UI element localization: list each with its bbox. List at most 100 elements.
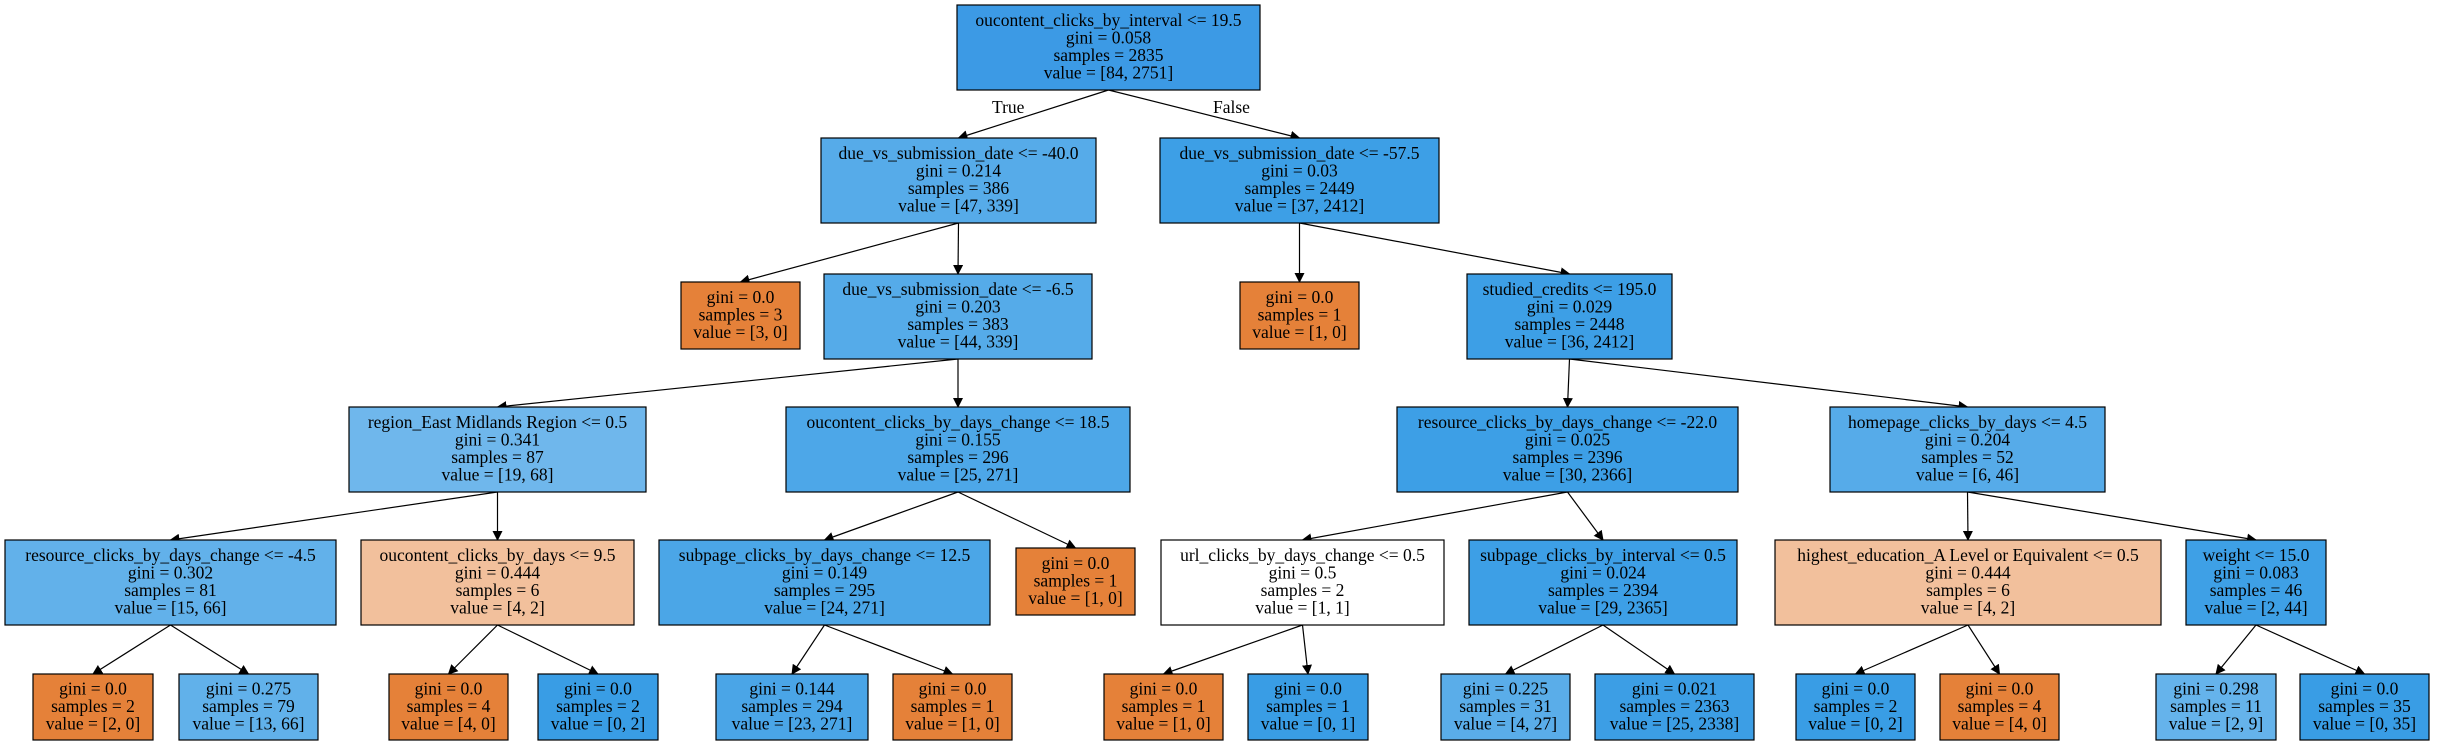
node-line: value = [4, 0] [1952,713,2046,733]
edge-n4-n7 [496,358,959,412]
edge-n18-n31 [2215,624,2257,675]
node-box [1239,281,1360,350]
node-line: value = [84, 2751] [1044,63,1173,83]
node-line: samples = 383 [907,314,1008,334]
edge-label-true: True [992,97,1025,117]
node-line: gini = 0.083 [2213,563,2298,583]
node-box [2299,673,2430,741]
node-box [1829,406,2106,493]
node-line: gini = 0.275 [206,678,291,698]
edge-n1-n3 [739,222,959,285]
node-line: gini = 0.444 [455,563,540,583]
node-line: value = [1, 0] [1252,322,1346,342]
node-line: value = [4, 0] [401,713,495,733]
node-line: value = [13, 66] [193,713,305,733]
node-box [1103,673,1224,741]
node-line: value = [4, 27] [1454,713,1557,733]
node-line: gini = 0.0 [59,678,127,698]
node-line: value = [0, 35] [2313,713,2416,733]
edge-n17-n30 [1967,624,2001,675]
node-line: gini = 0.144 [749,678,834,698]
tree-node-n8: oucontent_clicks_by_days_change <= 18.5g… [785,406,1131,493]
edge-label-false: False [1213,97,1250,117]
node-box [348,406,647,493]
node-line: value = [3, 0] [693,322,787,342]
node-line: region_East Midlands Region <= 0.5 [368,412,628,432]
node-line: gini = 0.0 [707,287,775,307]
node-line: gini = 0.0 [564,678,632,698]
edge-n11-n19 [92,624,171,675]
tree-node-n0: oucontent_clicks_by_interval <= 19.5gini… [956,4,1261,91]
node-line: weight <= 15.0 [2203,545,2310,565]
node-box [680,281,801,350]
node-line: samples = 2394 [1548,580,1658,600]
node-line: gini = 0.024 [1560,563,1645,583]
node-line: gini = 0.444 [1925,563,2010,583]
node-line: subpage_clicks_by_days_change <= 12.5 [679,545,971,565]
node-line: value = [25, 2338] [1610,713,1739,733]
node-line: samples = 2 [556,696,640,716]
node-line: value = [25, 271] [898,465,1019,485]
edge-n6-n10 [1569,358,1969,411]
node-box [820,137,1097,224]
edge-n1-n4 [953,222,964,275]
node-line: samples = 3 [699,304,783,324]
edge-n10-n17 [1962,491,1973,541]
tree-node-n13: subpage_clicks_by_days_change <= 12.5gin… [658,539,991,626]
node-line: samples = 11 [2170,696,2262,716]
node-line: value = [1, 0] [1028,588,1122,608]
tree-node-n9: resource_clicks_by_days_change <= -22.0g… [1396,406,1739,493]
node-line: oucontent_clicks_by_interval <= 19.5 [975,10,1241,30]
node-line: samples = 6 [1926,580,2010,600]
node-box [1466,273,1673,360]
node-line: subpage_clicks_by_interval <= 0.5 [1480,545,1726,565]
node-line: gini = 0.0 [1822,678,1890,698]
node-line: samples = 1 [911,696,995,716]
node-line: samples = 79 [202,696,295,716]
node-line: value = [24, 271] [764,598,885,618]
edge-n9-n16 [1567,491,1604,541]
node-line: due_vs_submission_date <= -6.5 [842,279,1073,299]
node-line: samples = 4 [407,696,491,716]
node-box [4,539,337,626]
node-box [785,406,1131,493]
node-line: value = [6, 46] [1916,465,2019,485]
node-line: value = [1, 1] [1255,598,1349,618]
node-line: highest_education_A Level or Equivalent … [1797,545,2139,565]
node-line: samples = 2396 [1513,447,1623,467]
node-box [32,673,154,741]
node-box [1468,539,1738,626]
node-line: value = [47, 339] [898,196,1019,216]
edge-n2-n6 [1299,222,1571,278]
node-box [956,4,1261,91]
edge-n13-n24 [824,624,954,676]
node-line: gini = 0.0 [1042,553,1110,573]
node-box [178,673,319,741]
node-line: value = [2, 9] [2169,713,2263,733]
node-box [537,673,659,741]
edge-n8-n13 [823,491,959,542]
node-line: value = [19, 68] [442,465,554,485]
edge-n12-n21 [447,624,498,675]
edge-n11-n20 [170,624,250,675]
node-line: gini = 0.029 [1527,297,1612,317]
edge-n8-n14 [957,491,1077,549]
edge-n16-n27 [1504,624,1604,675]
edge-n6-n9 [1562,358,1573,408]
edge-n17-n29 [1854,624,1969,675]
node-line: samples = 1 [1258,304,1342,324]
edge-n0-n1 [957,89,1109,141]
